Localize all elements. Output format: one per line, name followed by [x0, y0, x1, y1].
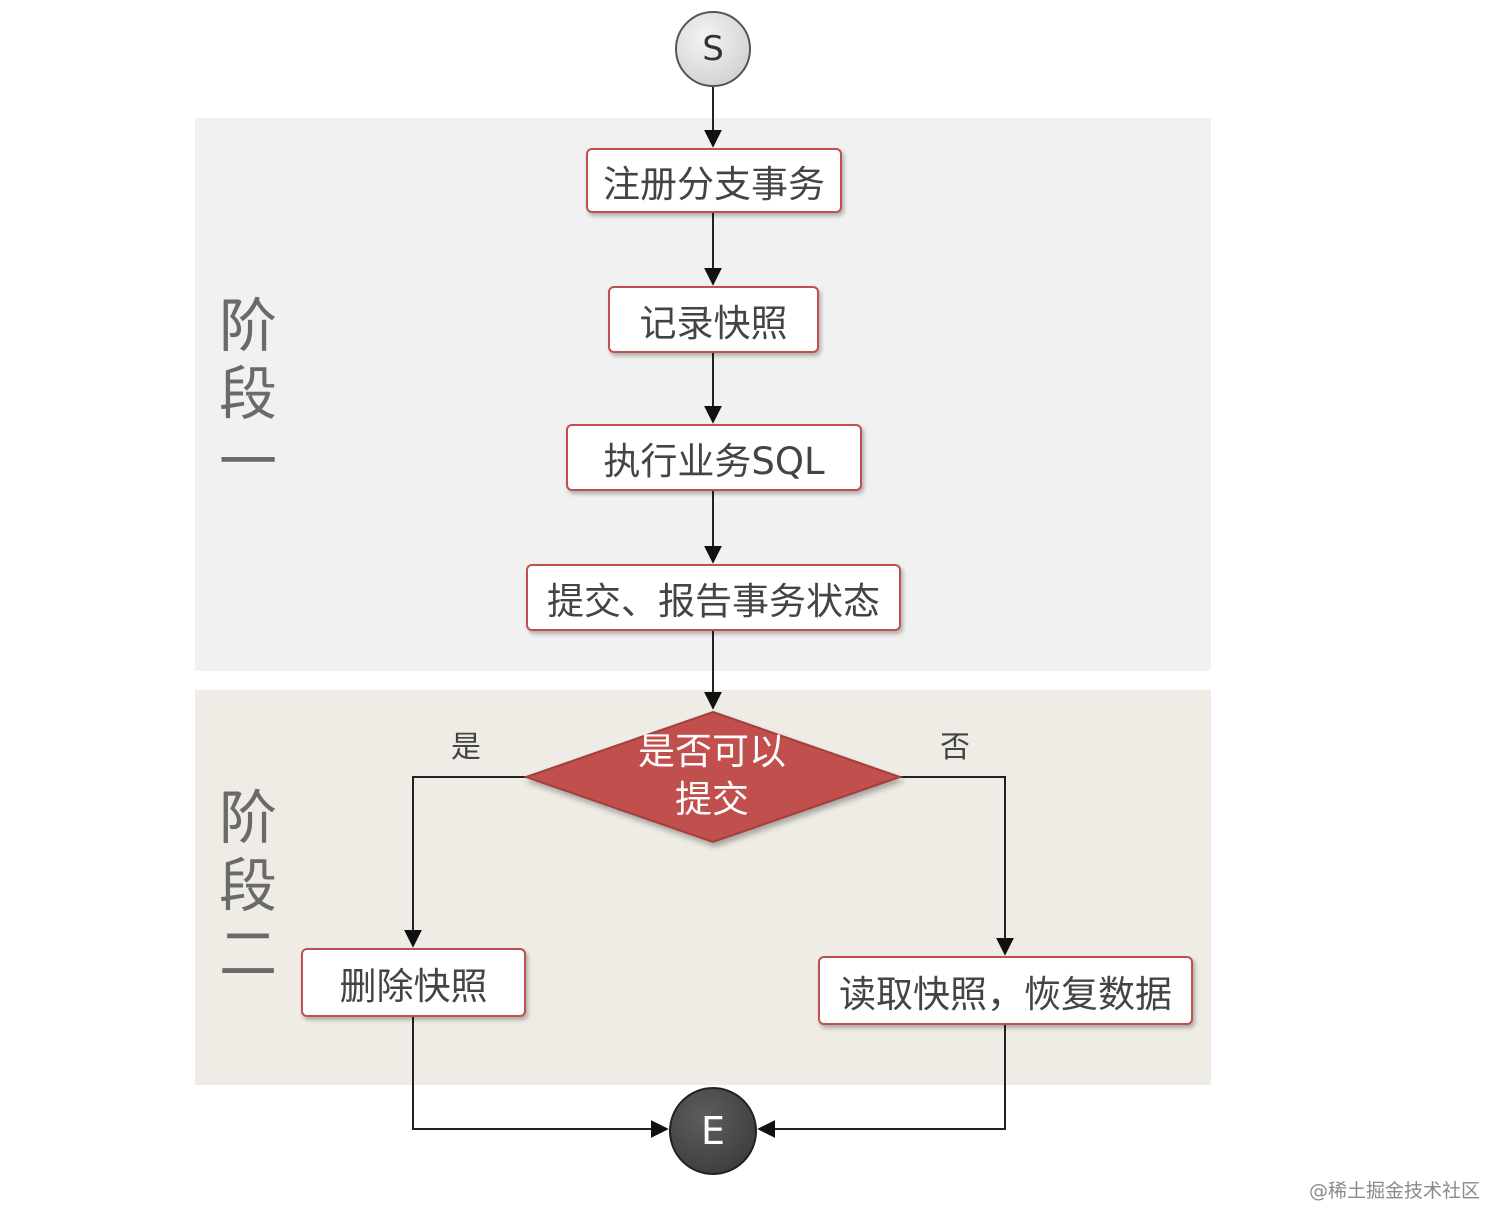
- watermark: @稀土掘金技术社区: [1308, 1180, 1480, 1202]
- decision-label-line2: 提交: [675, 778, 749, 821]
- record-snapshot-node: 记录快照: [608, 286, 819, 353]
- arrow-yes-to-delete: [404, 776, 528, 948]
- no-edge-label: 否: [940, 730, 970, 765]
- phase-2-label-char: 段: [218, 852, 277, 920]
- decision-label: 是否可以 提交: [600, 722, 824, 830]
- arrow-restore-to-end: [757, 1025, 1006, 1138]
- phase-1-label: 阶 段 一: [212, 292, 284, 496]
- phase-1-label-char: 一: [218, 428, 277, 496]
- commit-report-node: 提交、报告事务状态: [526, 564, 901, 631]
- phase-1-label-char: 阶: [218, 292, 277, 360]
- delete-snapshot-node: 删除快照: [301, 948, 526, 1017]
- phase-2-label: 阶 段 二: [212, 784, 284, 988]
- restore-data-node: 读取快照，恢复数据: [818, 956, 1193, 1025]
- decision-label-line1: 是否可以: [638, 730, 786, 773]
- phase-2-label-char: 阶: [218, 784, 277, 852]
- start-node: S: [675, 11, 751, 87]
- arrow-delete-to-end: [412, 1017, 669, 1138]
- decision-diamond: [522, 710, 904, 844]
- arrow-no-to-restore: [898, 776, 1014, 956]
- yes-edge-label: 是: [451, 730, 481, 765]
- register-branch-node: 注册分支事务: [586, 148, 842, 213]
- phase-2-label-char: 二: [218, 920, 277, 988]
- phase-1-label-char: 段: [218, 360, 277, 428]
- end-node: E: [669, 1087, 757, 1175]
- execute-sql-node: 执行业务SQL: [566, 424, 862, 491]
